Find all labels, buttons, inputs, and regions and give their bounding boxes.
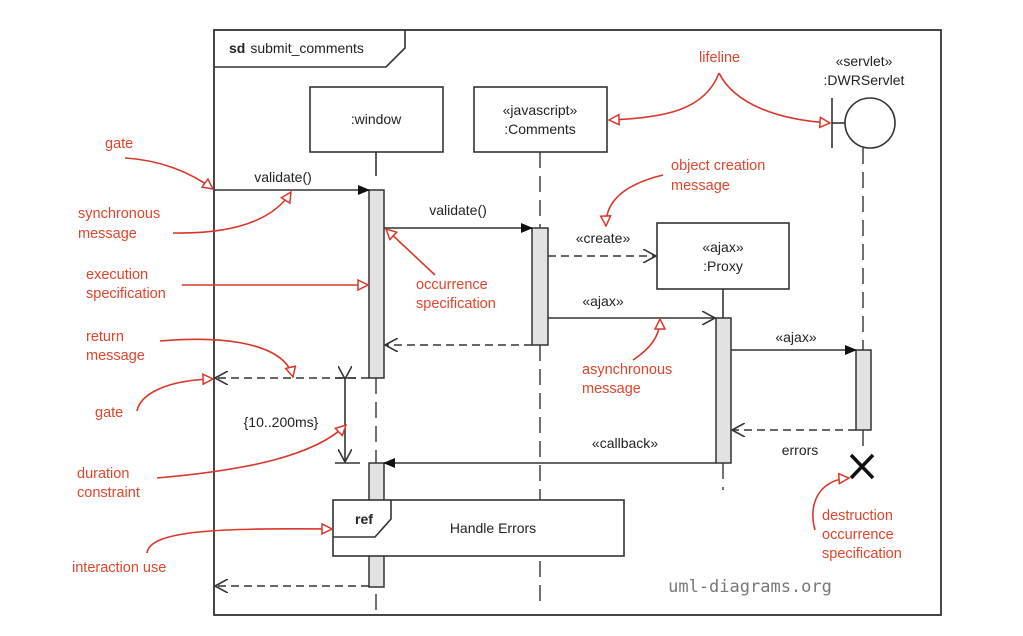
svg-text:message: message xyxy=(671,178,730,194)
message-label: errors xyxy=(782,442,819,458)
svg-text:lifeline: lifeline xyxy=(699,50,740,66)
svg-text:gate: gate xyxy=(105,136,133,152)
svg-text:message: message xyxy=(86,348,145,364)
svg-text:object creation: object creation xyxy=(671,158,765,174)
svg-text:Handle Errors: Handle Errors xyxy=(450,520,536,536)
svg-text::Comments: :Comments xyxy=(504,121,576,137)
svg-text:constraint: constraint xyxy=(77,485,140,501)
activation-servlet xyxy=(855,349,872,431)
svg-text::Proxy: :Proxy xyxy=(703,258,743,274)
message-label: «callback» xyxy=(592,435,658,451)
svg-text:specification: specification xyxy=(86,286,166,302)
frame-tab xyxy=(214,30,406,68)
svg-text:duration: duration xyxy=(77,466,129,482)
svg-text:specification: specification xyxy=(822,546,902,562)
activation-proxy xyxy=(715,317,732,464)
svg-text:synchronous: synchronous xyxy=(78,206,160,222)
svg-text:ref: ref xyxy=(355,511,373,527)
interaction-frame xyxy=(213,29,942,616)
svg-text:«ajax»: «ajax» xyxy=(702,239,743,255)
svg-text:asynchronous: asynchronous xyxy=(582,362,672,378)
message-label: «create» xyxy=(576,230,631,246)
svg-text:message: message xyxy=(582,381,641,397)
svg-text:gate: gate xyxy=(95,405,123,421)
watermark: uml-diagrams.org xyxy=(668,577,832,597)
svg-text:message: message xyxy=(78,226,137,242)
svg-text::DWRServlet: :DWRServlet xyxy=(824,72,905,88)
svg-text:«javascript»: «javascript» xyxy=(503,102,578,118)
message-label: validate() xyxy=(429,202,487,218)
svg-text:occurrence: occurrence xyxy=(822,527,894,543)
interaction-use-handle-errors[interactable]: ref Handle Errors xyxy=(332,499,625,557)
svg-text::window: :window xyxy=(351,111,402,127)
svg-text:execution: execution xyxy=(86,267,148,283)
svg-text:occurrence: occurrence xyxy=(416,277,488,293)
svg-text:interaction use: interaction use xyxy=(72,560,166,576)
message-label: «ajax» xyxy=(775,329,816,345)
lifeline-comments: «javascript» :Comments xyxy=(473,86,608,605)
svg-text:{10..200ms}: {10..200ms} xyxy=(244,414,319,430)
svg-text:return: return xyxy=(86,329,124,345)
svg-text:specification: specification xyxy=(416,296,496,312)
activation-comments xyxy=(531,227,549,346)
lifeline-dwrservlet: «servlet» :DWRServlet xyxy=(824,53,905,452)
activation-window-1 xyxy=(368,189,385,379)
duration-constraint: {10..200ms} xyxy=(244,378,360,464)
svg-text:destruction: destruction xyxy=(822,508,893,524)
destruction-x-icon xyxy=(849,453,875,480)
message-label: «ajax» xyxy=(582,293,623,309)
svg-text:«servlet»: «servlet» xyxy=(836,53,893,69)
lifeline-proxy: «ajax» :Proxy xyxy=(656,222,790,490)
message-label: validate() xyxy=(254,169,312,185)
annotations: gate synchronous message execution speci… xyxy=(72,50,902,576)
